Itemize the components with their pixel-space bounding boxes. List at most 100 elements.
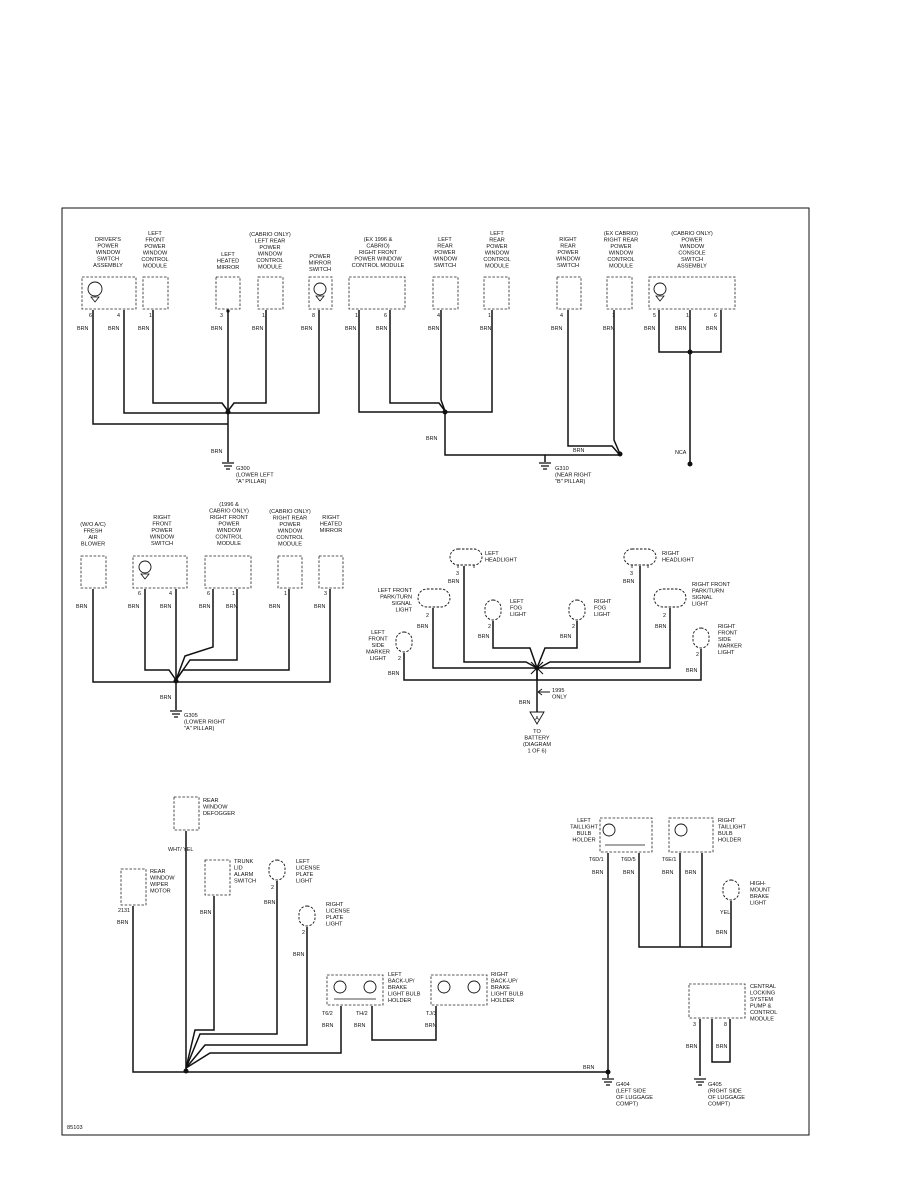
nca-label: NCA	[675, 450, 687, 456]
pin-6: 6	[207, 591, 210, 597]
wire-color-label: BRN	[706, 326, 717, 332]
right-front-window-switch-box	[132, 555, 188, 589]
console-switch-symbol-icon	[653, 282, 667, 296]
wire	[389, 310, 446, 412]
wire-color-label: BRN	[211, 326, 222, 332]
wire-color-label: BRN	[160, 604, 171, 610]
wire	[444, 412, 546, 462]
ground-g310-label: G310(NEAR RIGHT"B" PILLAR)	[555, 466, 592, 485]
switch-arrow-icon	[140, 573, 150, 580]
wire-color-label: BRN	[354, 1023, 365, 1029]
wire	[175, 589, 290, 681]
pin-4: 4	[437, 313, 440, 319]
mirror-switch-symbol-icon	[313, 282, 327, 296]
pin-6: 6	[138, 591, 141, 597]
wire	[175, 589, 214, 681]
splice-dot	[617, 451, 623, 457]
bulb-icon	[623, 548, 657, 568]
wire-color-label: BRN	[583, 1065, 594, 1071]
wire-color-label: BRN	[138, 326, 149, 332]
splice-dot	[687, 461, 693, 467]
wire	[152, 310, 229, 412]
pin-3: 3	[693, 1022, 696, 1028]
ground-symbol-icon	[170, 710, 182, 718]
wire	[613, 310, 621, 455]
pin-th-2: TH/2	[356, 1011, 368, 1017]
wire	[537, 608, 671, 669]
bulb-icon	[363, 980, 377, 994]
pin-tj-3: TJ/3	[426, 1011, 436, 1017]
wire	[185, 1006, 342, 1069]
console-switch-box	[648, 276, 736, 310]
wire-color-label: BRN	[428, 326, 439, 332]
ground-symbol-icon	[602, 1078, 614, 1086]
bulb-icon	[395, 631, 413, 653]
pin-8: 8	[724, 1022, 727, 1028]
fresh-air-blower-box	[80, 555, 107, 589]
wire	[132, 906, 609, 1073]
pin-6: 6	[714, 313, 717, 319]
wire	[463, 566, 538, 669]
wire-color-label-yel: YEL	[720, 910, 730, 916]
pin-1: 1	[686, 313, 689, 319]
wire-color-label: BRN	[573, 448, 584, 454]
wire-color-label: BRN	[623, 579, 634, 585]
right-rear-window-module-box	[277, 555, 303, 589]
wire-color-label: BRN	[314, 604, 325, 610]
wire-color-label: BRN	[716, 930, 727, 936]
pin-3: 3	[630, 571, 633, 577]
wire	[228, 310, 320, 414]
wire	[492, 621, 538, 669]
wire-color-label: BRN	[226, 604, 237, 610]
wire	[538, 566, 641, 669]
wire-color-label: BRN	[480, 326, 491, 332]
wire	[123, 310, 228, 414]
left-rear-window-module-box	[483, 276, 510, 310]
pin-3: 3	[324, 591, 327, 597]
wire-color-label: BRN	[388, 671, 399, 677]
pin-3: 3	[220, 313, 223, 319]
wire-color-label: BRN	[264, 900, 275, 906]
wire	[144, 589, 177, 681]
splice-dot	[226, 309, 230, 313]
bulb-icon	[268, 859, 286, 881]
wire-color-label: BRN	[108, 326, 119, 332]
wire	[711, 1019, 731, 1063]
pin-1: 1	[488, 313, 491, 319]
pin-t6-2: T6/2	[322, 1011, 333, 1017]
right-front-window-module-box	[204, 555, 252, 589]
wire	[227, 310, 267, 412]
left-rear-window-switch-box	[432, 276, 459, 310]
wire-color-label: BRN	[560, 634, 571, 640]
wire	[358, 310, 445, 413]
wire-color-label: BRN	[293, 952, 304, 958]
bulb-icon	[674, 823, 688, 837]
wire-color-label: BRN	[686, 668, 697, 674]
figure-id: 85103	[67, 1125, 83, 1131]
switch-symbol-icon	[138, 560, 152, 574]
pin-2: 2	[488, 624, 491, 630]
wire-color-label: BRN	[200, 910, 211, 916]
bulb-icon	[467, 980, 481, 994]
wire-color-label-wht-yel: WHT/ YEL	[168, 847, 193, 853]
bulb-icon	[437, 980, 451, 994]
bulb-icon	[653, 588, 687, 608]
